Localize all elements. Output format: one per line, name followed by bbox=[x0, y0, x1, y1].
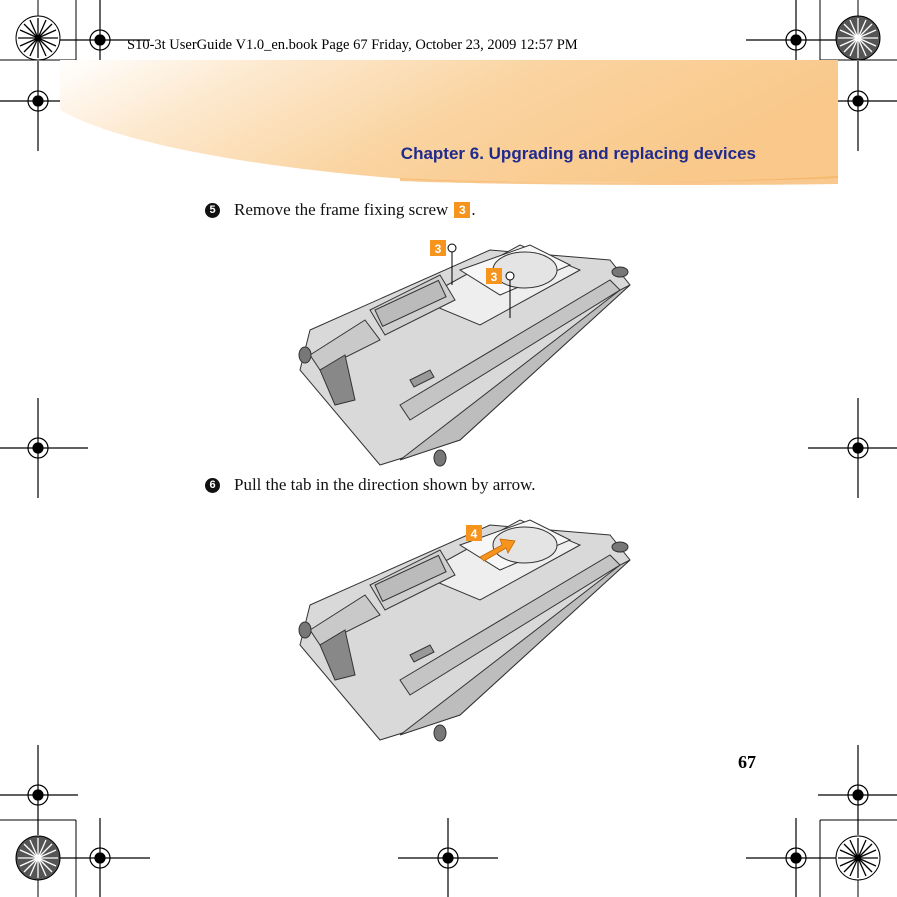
svg-text:4: 4 bbox=[471, 527, 478, 541]
chapter-header-band bbox=[0, 60, 897, 185]
step-suffix: . bbox=[471, 200, 476, 219]
svg-text:3: 3 bbox=[435, 242, 442, 256]
callout-4: 4 bbox=[466, 525, 482, 541]
step-5: 5 Remove the frame fixing screw 3 . bbox=[205, 200, 476, 220]
pull-direction-arrow-icon bbox=[479, 538, 516, 562]
laptop-bottom-illustration-screws: 3 3 bbox=[298, 240, 631, 467]
chapter-title: Chapter 6. Upgrading and replacing devic… bbox=[400, 144, 756, 163]
step-6: 6 Pull the tab in the direction shown by… bbox=[205, 475, 536, 495]
print-slug-line: S10-3t UserGuide V1.0_en.book Page 67 Fr… bbox=[127, 37, 578, 53]
page-number: 67 bbox=[738, 752, 756, 772]
svg-text:3: 3 bbox=[491, 270, 498, 284]
step-number: 6 bbox=[205, 477, 220, 493]
step-text: Remove the frame fixing screw bbox=[234, 200, 449, 219]
step-number: 5 bbox=[205, 202, 220, 218]
callout-3-b: 3 bbox=[486, 268, 502, 284]
callout-3-a: 3 bbox=[430, 240, 446, 256]
callout-badge: 3 bbox=[454, 202, 471, 218]
step-text: Pull the tab in the direction shown by a… bbox=[234, 475, 536, 494]
laptop-bottom-illustration-tab-arrow: 4 bbox=[298, 519, 631, 742]
